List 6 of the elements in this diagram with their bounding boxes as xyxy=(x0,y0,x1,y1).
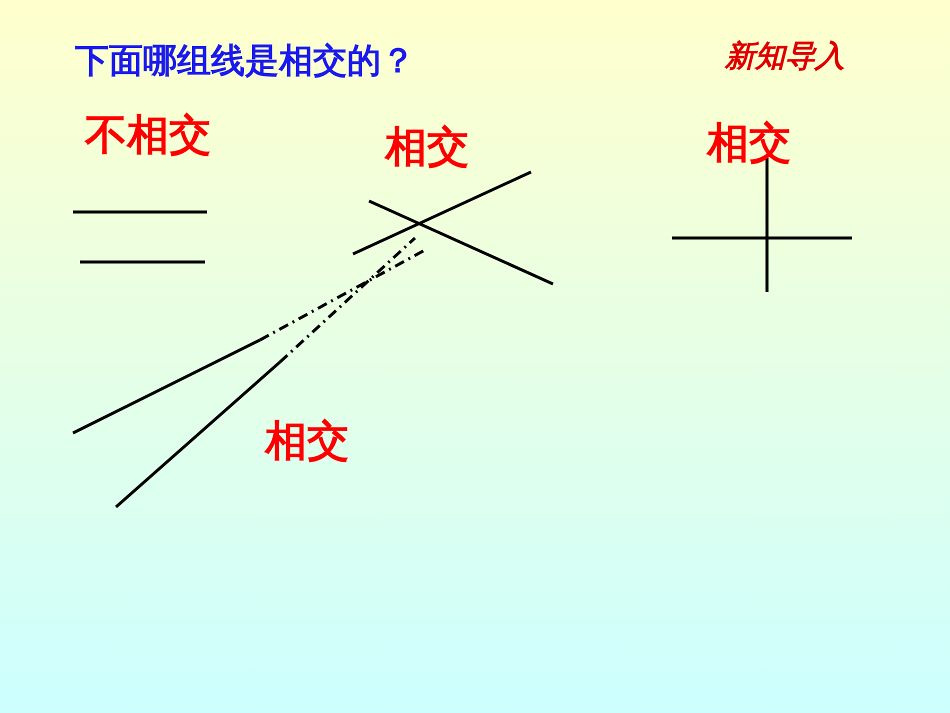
section-tag: 新知导入 xyxy=(725,42,845,72)
answer-label: 不相交 xyxy=(85,114,211,156)
answer-label: 相交 xyxy=(265,420,349,462)
answer-label: 相交 xyxy=(707,122,791,164)
title: 下面哪组线是相交的？ xyxy=(75,44,415,78)
answer-label: 相交 xyxy=(385,126,469,168)
